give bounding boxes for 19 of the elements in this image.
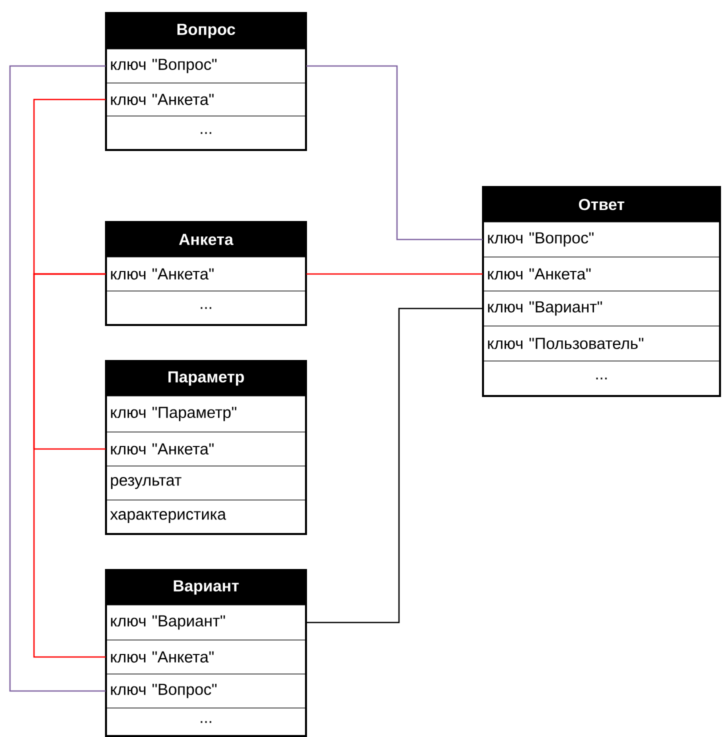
table-row: ... — [106, 290, 306, 326]
connector-line — [9, 65, 106, 692]
connector-line — [306, 273, 483, 275]
connector-line — [33, 98, 106, 275]
connector-line — [33, 273, 106, 658]
table-row: ... — [106, 708, 306, 736]
table-row: ключ "Анкета" — [482, 256, 720, 292]
table-row: ключ "Анкета" — [106, 640, 306, 674]
table-row: характеристика — [106, 500, 306, 534]
connector-line — [306, 65, 483, 240]
table-row: ключ "Вопрос" — [106, 674, 306, 708]
table-row: ключ "Анкета" — [106, 432, 306, 466]
table-row: результат — [106, 466, 306, 500]
table-row: ... — [106, 116, 306, 150]
table-row: ключ "Пользователь" — [482, 326, 720, 362]
table-row: ... — [482, 360, 720, 396]
table-row: ключ "Вариант" — [482, 290, 720, 326]
connector-line — [306, 308, 483, 624]
table-row: ключ "Анкета" — [106, 82, 306, 116]
